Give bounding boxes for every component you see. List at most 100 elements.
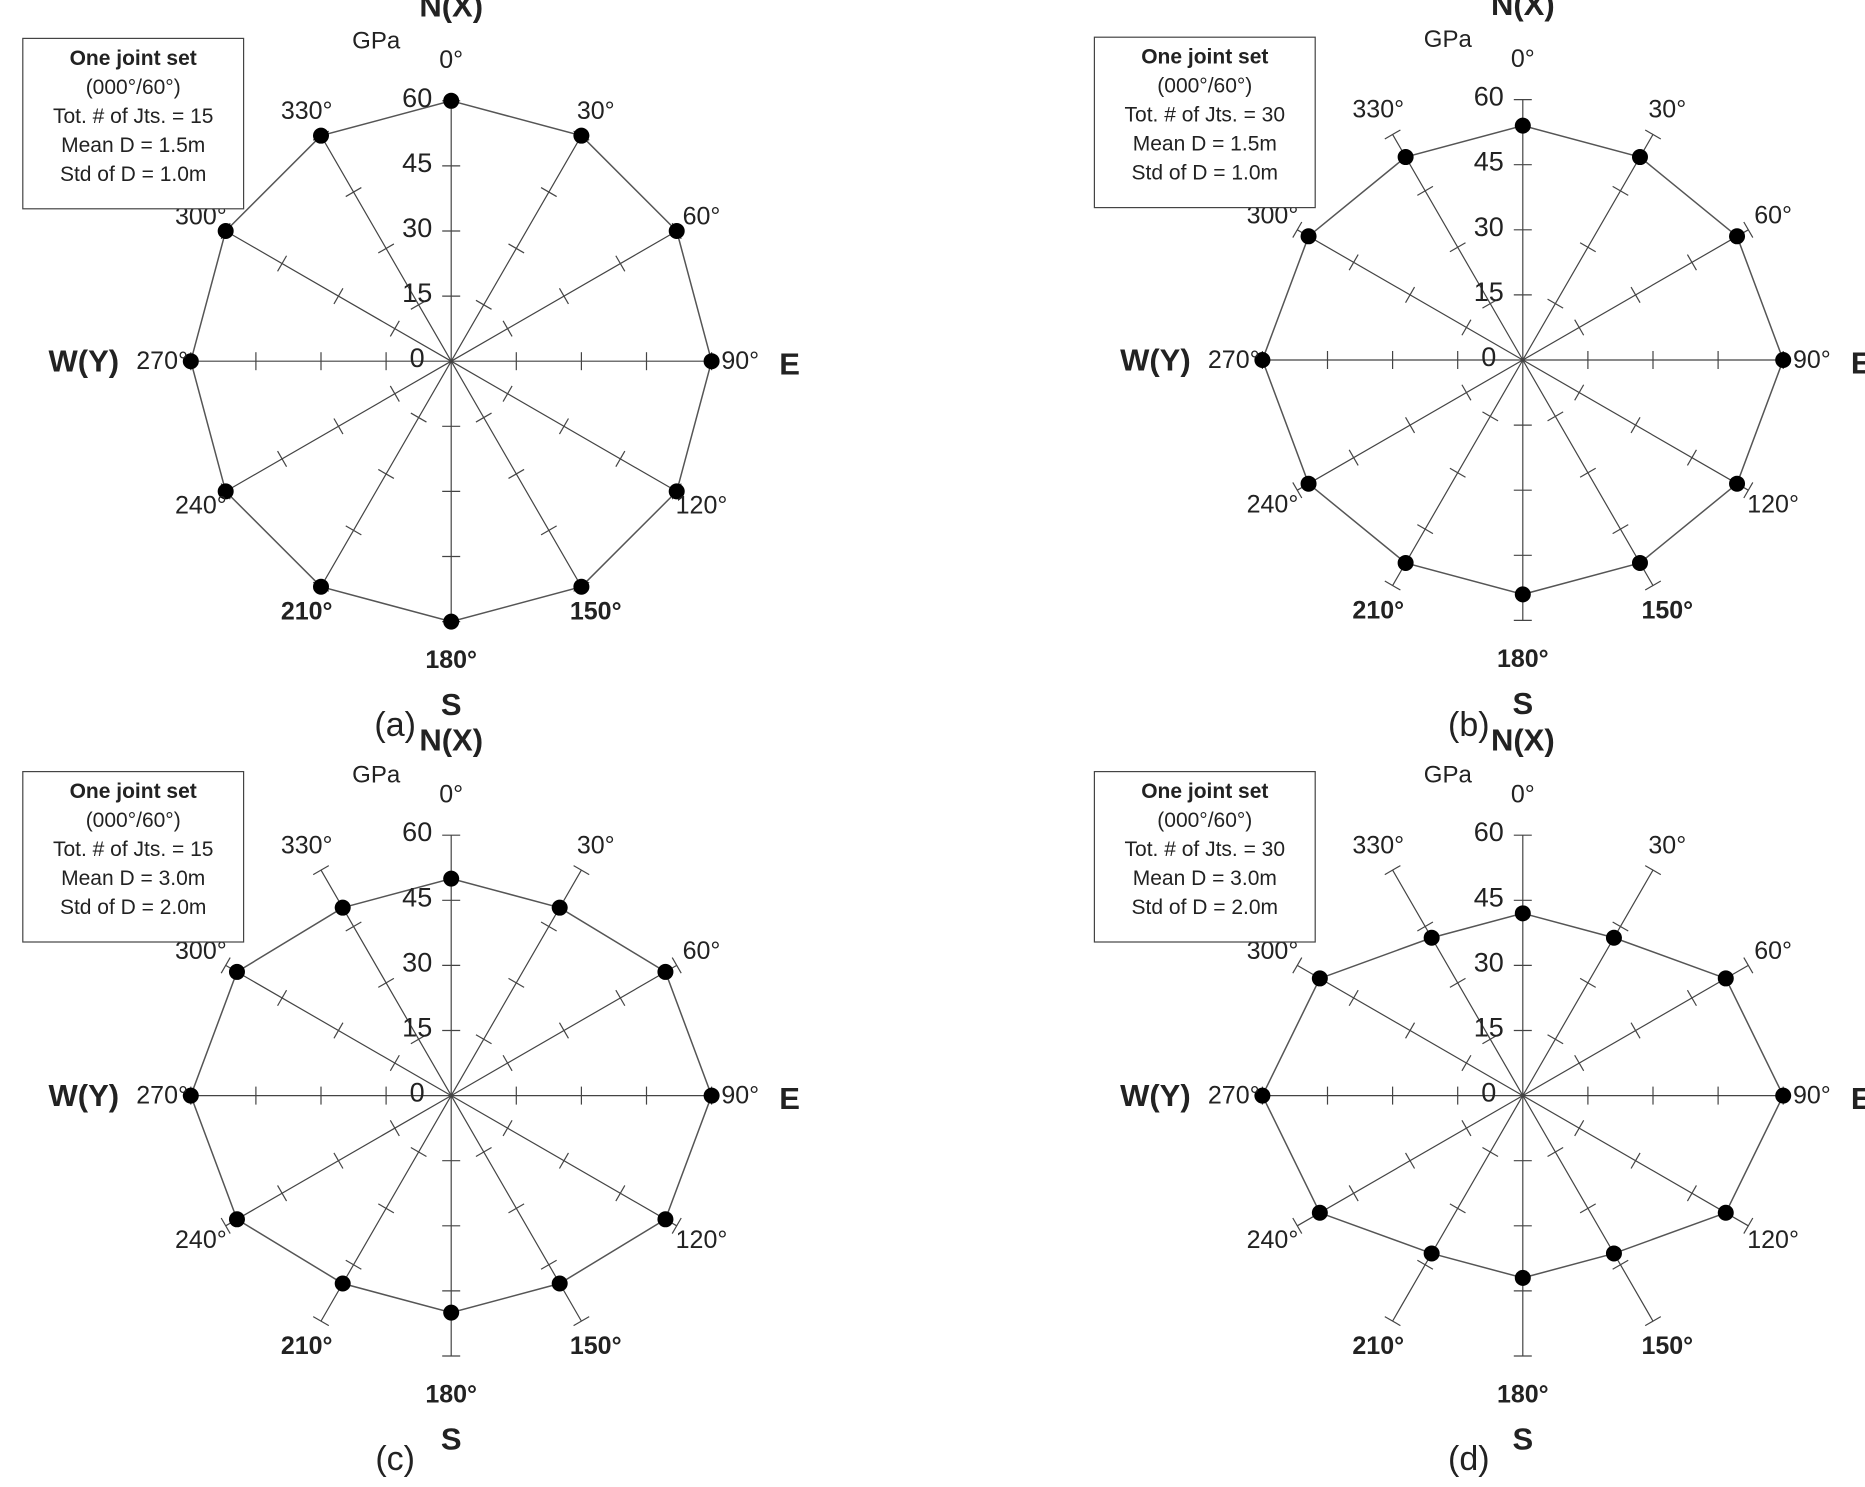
compass-west: W(Y) [1120, 343, 1191, 378]
spoke-tick [1348, 989, 1359, 1007]
spoke-tick [1292, 1217, 1303, 1234]
data-point-0 [1514, 905, 1531, 922]
angle-label-240: 240° [1247, 1226, 1299, 1254]
compass-north: N(X) [419, 723, 483, 758]
angle-label-30: 30° [577, 831, 615, 859]
angle-label-270: 270° [136, 1082, 188, 1110]
spoke-tick [1348, 449, 1359, 466]
spoke-tick [540, 525, 557, 536]
data-point-30 [573, 127, 590, 144]
spoke-tick [1449, 977, 1466, 988]
compass-east: E [779, 347, 800, 382]
spoke-tick [277, 255, 288, 272]
spoke-tick [312, 865, 330, 876]
spoke-tick [502, 320, 513, 337]
legend-box [1093, 770, 1316, 943]
compass-south: S [1512, 1422, 1533, 1457]
spoke-tick [1579, 242, 1596, 253]
angle-label-240: 240° [1247, 491, 1299, 519]
data-point-180 [443, 613, 460, 630]
spoke-tick [1686, 1185, 1697, 1202]
spoke-tick [573, 865, 590, 876]
data-point-120 [1729, 475, 1746, 492]
angle-label-60: 60° [683, 937, 721, 965]
spoke-tick [333, 1152, 344, 1169]
legend-line: Mean D = 3.0m [1133, 867, 1277, 890]
data-point-150 [1631, 554, 1648, 571]
spoke-tick [1417, 524, 1434, 535]
spoke-tick [1405, 417, 1416, 434]
legend-line: Std of D = 1.0m [1132, 162, 1279, 185]
spoke-tick [1743, 221, 1754, 238]
spoke-tick [1547, 1146, 1564, 1157]
spoke-tick [502, 385, 513, 402]
radial-tick-label: 30 [402, 213, 432, 243]
panel-label: (b) [1448, 706, 1490, 744]
unit-label: GPa [352, 27, 401, 54]
spoke-tick [1644, 580, 1662, 591]
angle-label-150: 150° [1641, 596, 1693, 624]
data-point-330 [334, 899, 351, 916]
angle-label-120: 120° [676, 1226, 728, 1254]
spoke-tick [1612, 185, 1629, 196]
spoke-tick [1686, 989, 1697, 1007]
angle-label-90: 90° [1793, 346, 1831, 374]
spoke-tick [345, 187, 362, 198]
compass-south: S [441, 1422, 462, 1457]
data-point-150 [1605, 1245, 1622, 1262]
angle-label-210: 210° [281, 1332, 333, 1360]
radial-tick-label: 30 [1474, 947, 1504, 977]
spoke-tick [1405, 1022, 1416, 1039]
angle-label-180: 180° [425, 1381, 477, 1409]
data-point-240 [217, 483, 234, 500]
data-point-210 [334, 1275, 351, 1292]
angle-label-30: 30° [1648, 831, 1686, 859]
data-point-60 [657, 963, 674, 980]
angle-label-270: 270° [1208, 1082, 1260, 1110]
spoke-tick [410, 412, 427, 423]
legend-line: (000°/60°) [1157, 75, 1252, 98]
angle-label-30: 30° [1648, 96, 1686, 124]
data-point-0 [443, 92, 460, 109]
radar-panel-b: 015304560GPa0°30°60°90°120°150°180°210°2… [1093, 0, 1865, 744]
spoke-tick [1630, 286, 1641, 303]
radial-tick-label: 30 [402, 947, 432, 977]
spoke-tick [410, 1146, 427, 1157]
radial-tick-label: 0 [410, 343, 425, 373]
angle-label-30: 30° [577, 97, 615, 125]
spoke-tick [389, 1120, 400, 1137]
radial-tick-label: 30 [1474, 212, 1504, 242]
angle-label-120: 120° [1747, 491, 1799, 519]
spoke-tick [1449, 1203, 1466, 1214]
spoke-tick [312, 1316, 330, 1327]
spoke-tick [1574, 319, 1585, 336]
data-point-300 [1300, 228, 1317, 245]
angle-label-150: 150° [570, 1332, 622, 1360]
spoke-tick [1292, 957, 1303, 974]
angle-label-120: 120° [676, 492, 728, 520]
data-point-240 [228, 1211, 245, 1228]
compass-north: N(X) [419, 0, 483, 23]
spoke-tick [502, 1054, 513, 1072]
spoke-tick [1743, 482, 1754, 499]
legend-line: Tot. # of Jts. = 30 [1125, 104, 1286, 127]
radial-tick-label: 60 [1474, 82, 1504, 112]
spoke-tick [1417, 921, 1434, 932]
spoke-tick [1630, 417, 1641, 434]
spoke-tick [1547, 1034, 1564, 1045]
data-point-210 [313, 578, 329, 595]
spoke-tick [1482, 411, 1499, 422]
spoke-tick [1743, 957, 1754, 974]
radial-tick-label: 45 [402, 882, 432, 912]
legend-line: One joint set [1141, 780, 1268, 803]
data-point-150 [573, 578, 590, 595]
compass-south: S [1512, 686, 1533, 721]
spoke-tick [1405, 286, 1416, 303]
radial-tick-label: 15 [402, 1013, 432, 1043]
radial-tick-label: 0 [1481, 342, 1496, 372]
legend-line: One joint set [1141, 46, 1268, 69]
spoke-tick [1579, 1203, 1596, 1214]
spoke-tick [573, 1316, 590, 1327]
radial-tick-label: 15 [1474, 1013, 1504, 1043]
spoke-tick [333, 288, 344, 305]
